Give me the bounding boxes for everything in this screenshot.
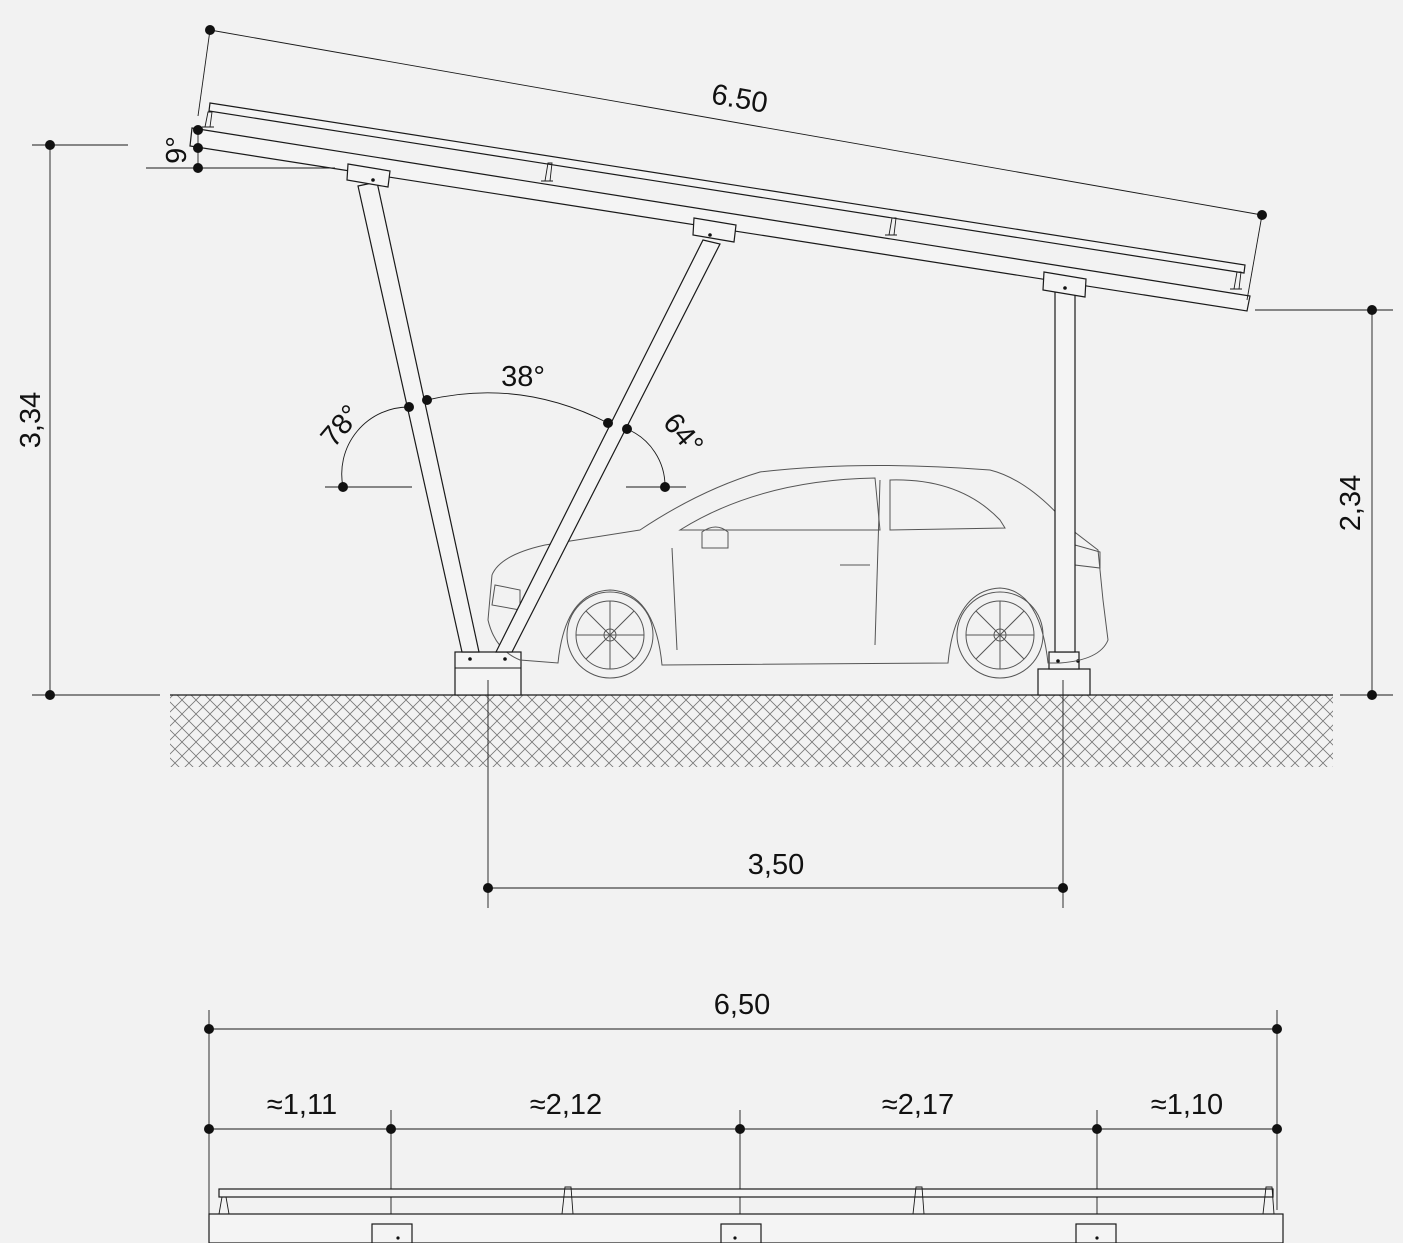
foundation-rear bbox=[1037, 651, 1091, 696]
angle-between: 38° bbox=[422, 361, 613, 428]
angle-between-label: 38° bbox=[501, 361, 545, 393]
dim-panel-tilt: 9° bbox=[146, 125, 335, 173]
panel-clamps bbox=[202, 111, 1242, 290]
post-front-left bbox=[357, 181, 480, 653]
dim-front-height-label: 3,34 bbox=[15, 392, 47, 448]
dim-segment-2: ≈2,12 bbox=[530, 1089, 602, 1121]
angle-left: 78° bbox=[315, 399, 414, 492]
dim-panel-tilt-label: 9° bbox=[161, 136, 193, 164]
dim-segment-3: ≈2,17 bbox=[882, 1089, 954, 1121]
dim-post-spacing: 3,50 bbox=[483, 680, 1068, 908]
ground bbox=[170, 694, 1333, 767]
dim-plan-total: 6,50 bbox=[204, 989, 1282, 1243]
main-beam bbox=[189, 127, 1251, 312]
solar-panel bbox=[208, 102, 1246, 274]
angle-left-label: 78° bbox=[315, 399, 368, 453]
plan-view: 6,50 ≈1,11 ≈2,12 ≈2,17 ≈1,10 bbox=[204, 989, 1284, 1243]
dim-post-spacing-label: 3,50 bbox=[748, 849, 804, 881]
dim-rear-height-label: 2,34 bbox=[1335, 475, 1367, 531]
dim-panel-length-label: 6.50 bbox=[709, 79, 770, 120]
post-rear bbox=[1054, 291, 1076, 653]
dim-plan-segments: ≈1,11 ≈2,12 ≈2,17 ≈1,10 bbox=[204, 1089, 1282, 1225]
dim-rear-height: 2,34 bbox=[1255, 305, 1393, 700]
angle-right: 64° bbox=[622, 407, 709, 492]
post-brackets bbox=[346, 163, 1087, 298]
angle-right-label: 64° bbox=[657, 407, 710, 461]
dim-front-height: 3,34 bbox=[15, 140, 160, 700]
dim-segment-1: ≈1,11 bbox=[267, 1089, 337, 1121]
dim-plan-total-label: 6,50 bbox=[714, 989, 770, 1021]
car-silhouette bbox=[487, 464, 1109, 679]
post-front-right bbox=[495, 239, 721, 653]
elevation-view: 6.50 9° 3,34 2,34 bbox=[15, 25, 1393, 908]
dim-segment-4: ≈1,10 bbox=[1151, 1089, 1223, 1121]
plan-post-brackets bbox=[371, 1223, 1117, 1243]
